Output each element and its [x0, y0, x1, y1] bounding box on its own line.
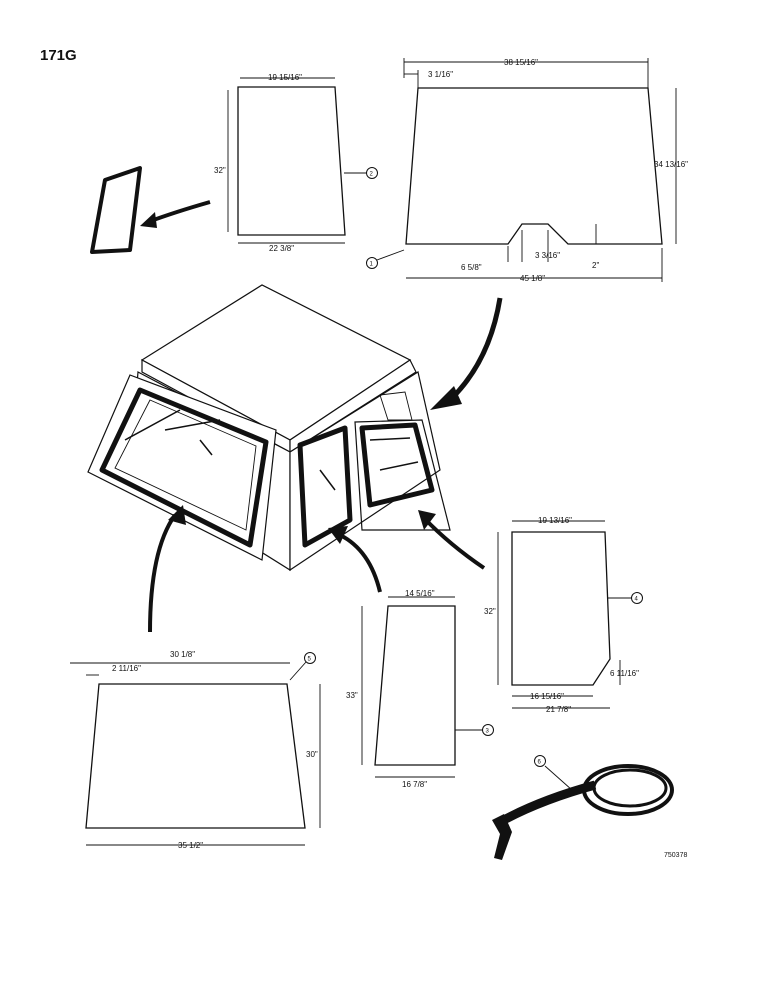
arrow-panel-1 [430, 297, 503, 410]
ref-number-1: 1 [370, 262, 374, 268]
cab-roof-edge-right [289, 359, 417, 454]
panel-1-height-dim: 34 13/16" [654, 160, 688, 169]
ref-callout-1 [366, 257, 378, 269]
panel-2-height-dim: 32" [214, 166, 226, 175]
section-id: 171G [40, 47, 77, 64]
arrow-shaft [450, 297, 503, 400]
panel-4-height-dim: 32" [484, 607, 496, 616]
arrow-head [418, 510, 436, 530]
panel-5-top-dim: 30 1/8" [170, 650, 195, 659]
panel-1-notch-width-dim: 3 3/16" [535, 251, 560, 260]
ref-callout-4 [631, 592, 643, 604]
panel-1-notch-depth-dim: 2" [592, 261, 599, 270]
glass-panel-5: 30 1/8" 2 11/16" 30" 35 1/2" 5 [70, 650, 321, 850]
panel-4-outline [511, 531, 611, 686]
ref-number-6: 6 [538, 760, 542, 766]
panel-2-bottom-dim: 22 3/8" [269, 244, 294, 253]
ref-callout-5 [304, 652, 316, 664]
leader-line [289, 661, 307, 681]
glass-panel-1: 38 15/16" 3 1/16" 34 13/16" 6 5/8" 3 3/1… [366, 58, 688, 283]
cab-assembly [87, 284, 451, 572]
panel-3-outline [374, 605, 456, 766]
detail-sketch [90, 166, 211, 254]
panel-5-height-dim: 30" [306, 750, 318, 759]
figure-id: 750378 [664, 852, 687, 859]
cab-open-front-window [87, 374, 277, 561]
ref-callout-2 [366, 167, 378, 179]
panel-3-height-dim: 33" [346, 691, 358, 700]
panel-1-notch-left-dim: 6 5/8" [461, 263, 482, 272]
window-seal: 6 [492, 755, 674, 860]
panel-4-top-dim: 19 13/16" [538, 516, 572, 525]
seal-coil-inner [592, 768, 668, 808]
rear-window [379, 391, 413, 421]
panel-2-outline [237, 86, 346, 236]
ref-number-2: 2 [370, 172, 374, 178]
panel-1-top-dim: 38 15/16" [504, 58, 538, 67]
door-window-seal [359, 422, 435, 508]
arrow-head [328, 526, 348, 544]
panel-2-top-dim: 19 15/16" [268, 73, 302, 82]
glass-panel-4: 19 13/16" 32" 6 11/16" 16 15/16" 21 7/8"… [484, 516, 643, 714]
panel-1-top-offset-dim: 3 1/16" [428, 70, 453, 79]
arrow-shaft [422, 516, 486, 570]
glass-panel-3: 14 5/16" 33" 16 7/8" 3 [346, 589, 494, 789]
arrow-shaft [339, 533, 382, 593]
arrow-shaft [147, 200, 211, 224]
panel-1-bottom-dim: 45 1/8" [520, 274, 545, 283]
ref-number-4: 4 [635, 597, 639, 603]
arrow-head [168, 505, 186, 525]
leader-line [376, 249, 405, 261]
ref-number-3: 3 [486, 729, 490, 735]
arrow-head [140, 212, 157, 228]
leader-line [544, 765, 573, 791]
cab-interior-lines [124, 409, 221, 456]
detail-window-seal [90, 166, 142, 254]
door-frame [354, 419, 451, 531]
arrows-into-cab [148, 505, 486, 633]
glass-panel-2: 19 15/16" 32" 22 3/8" 2 [214, 73, 378, 253]
panel-3-top-dim: 14 5/16" [405, 589, 435, 598]
panel-3-bottom-dim: 16 7/8" [402, 780, 427, 789]
arrow-shaft [148, 513, 177, 633]
arrow-head [430, 386, 462, 410]
panel-4-corner-dim: 6 11/16" [610, 669, 639, 678]
seal-end-profile [492, 814, 512, 860]
panel-4-bottom-dim: 21 7/8" [546, 705, 571, 714]
side-window-seal [297, 425, 353, 548]
panel-5-top-offset-dim: 2 11/16" [112, 664, 141, 673]
front-window-glass [114, 399, 257, 531]
panel-1-outline [405, 87, 663, 245]
front-window-seal [99, 387, 269, 548]
glass-reflection-lines [319, 437, 419, 491]
ref-number-5: 5 [308, 657, 312, 663]
panel-4-bottom-inner-dim: 16 15/16" [530, 692, 564, 701]
ref-callout-3 [482, 724, 494, 736]
seal-strip [497, 780, 597, 826]
ref-callout-6 [534, 755, 546, 767]
panel-5-bottom-dim: 35 1/2" [178, 841, 203, 850]
panel-5-outline [85, 683, 306, 829]
